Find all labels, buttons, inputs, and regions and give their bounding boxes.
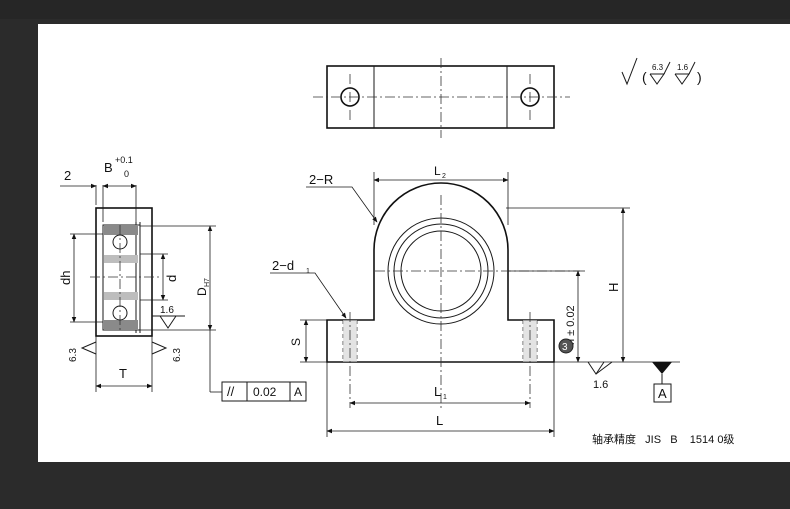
parallelism-value: 0.02 [253, 385, 277, 399]
dim-L1-label: L [434, 384, 441, 399]
housing-body [326, 182, 555, 363]
dim-T-label: T [119, 366, 127, 381]
dim-h-tolerance: h ± 0.02 [565, 305, 577, 345]
dim-DH7-subscript: H7 [204, 278, 211, 287]
datum-triangle [652, 362, 672, 374]
rough-1-6-front: 1.6 [593, 379, 608, 391]
dim-L-label: L [436, 413, 443, 428]
svg-text:(: ( [642, 69, 647, 85]
circled-number: 3 [562, 342, 568, 353]
dim-L2-label: L [434, 164, 441, 178]
label-2-d1-subscript: 1 [306, 268, 310, 275]
parallelism-datum: A [294, 385, 302, 399]
svg-text:1.6: 1.6 [677, 63, 689, 72]
rough-6-3-left: 6.3 [68, 348, 79, 362]
dim-L2-subscript: 2 [442, 173, 446, 180]
circled-number-badge [558, 338, 574, 354]
svg-text:6.3: 6.3 [652, 63, 664, 72]
side-body-outline [95, 207, 153, 337]
dim-DH7-label: D [195, 287, 209, 296]
datum-A-label: A [658, 386, 667, 401]
tolerance-B-lower: 0 [124, 169, 129, 179]
dim-B-label: B [104, 160, 113, 175]
rough-6-3-right: 6.3 [172, 348, 183, 362]
side-view: 2 B +0.1 0 dh d D H7 1.6 6.3 6.3 [58, 155, 307, 402]
tolerance-B-upper: +0.1 [115, 155, 133, 165]
top-bar [0, 0, 790, 19]
datum-A-box [653, 383, 672, 403]
parallelism-symbol: // [227, 384, 235, 399]
dim-dh-label: dh [58, 271, 73, 285]
label-2-R: 2−R [309, 172, 333, 187]
drawing-sheet [38, 24, 790, 462]
surface-roughness-symbol: ( 6.3 1.6 ) [621, 57, 702, 86]
parallelism-tolerance-frame: // 0.02 A [221, 381, 307, 402]
rough-1-6-side: 1.6 [160, 305, 174, 316]
svg-text:): ) [697, 69, 702, 85]
dim-d-label: d [164, 275, 179, 282]
bearing-precision-note: 轴承精度 JIS B 1514 0级 [592, 432, 734, 446]
dim-L1-subscript: 1 [443, 394, 447, 401]
dim-S-label: S [289, 338, 303, 346]
front-view: L 2 2−R 2−d 1 H h ± 0.02 3 1.6 A [270, 164, 680, 437]
bearing-section [102, 224, 141, 331]
bottom-bar [0, 462, 790, 509]
dim-H-label: H [606, 283, 621, 292]
top-view [313, 58, 570, 138]
dim-2-label: 2 [64, 168, 71, 183]
label-2-d1: 2−d [272, 258, 294, 273]
